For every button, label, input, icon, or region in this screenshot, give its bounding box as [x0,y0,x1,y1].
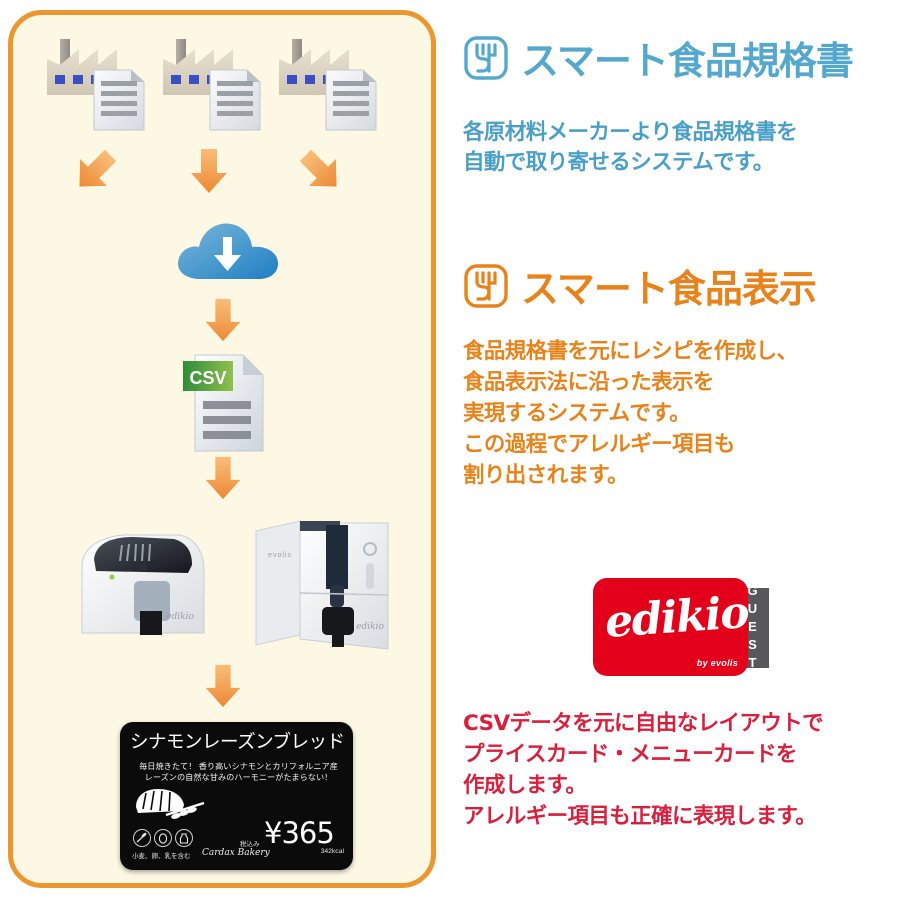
bread-wheat-icon [136,789,205,819]
document-icon [209,69,261,131]
bakery-name: Cardax Bakery [202,848,270,858]
content-column: スマート食品規格書 各原材料メーカーより食品規格書を 自動で取り寄せるシステムで… [455,0,920,902]
flow-diagram-panel: CSV [8,10,436,888]
factory-item [43,37,161,133]
wheat-allergen-icon [133,829,151,847]
price-card-description-line-2: レーズンの自然な甘みのハーモニーがたまらない！ [144,773,333,782]
label-body-line-1: 食品規格書を元にレシピを作成し、 [463,339,798,364]
cloud-download-icon [173,215,283,285]
food-label-icon [464,263,508,308]
price-card: シナモンレーズンブレッド 毎日焼きたて！ 香り高いシナモンとカリフォルニア産 レ… [120,722,353,870]
edikio-byline: by evolis [696,658,738,668]
document-icon [325,69,377,131]
printer-side-brand-label: evolis [268,552,292,559]
price-card-title: シナモンレーズンブレッド [130,732,345,753]
factory-item [159,37,277,133]
factory-row [43,37,403,137]
printer-brand-label: edikio [356,622,384,632]
section-body-label: 食品規格書を元にレシピを作成し、 食品表示法に沿った表示を 実現するシステムです… [463,336,798,491]
printer-brand-label: edikio [166,612,194,622]
arrow-down-icon [205,298,241,342]
spec-body-line-1: 各原材料メーカーより食品規格書を [463,120,798,145]
edikio-body-line-4: アレルギー項目も正確に表現します。 [463,804,817,829]
label-body-line-4: この過程でアレルギー項目も [463,432,735,457]
document-icon [93,69,145,131]
food-spec-icon [464,35,508,80]
card-printer-upright-icon: evolis edikio [255,520,389,650]
arrow-down-right-icon [299,149,337,187]
edikio-body-line-3: 作成します。 [463,773,587,798]
edikio-logo-card: edikio by evolis [593,578,750,676]
price-value: ¥365 [264,816,335,850]
csv-file-icon: CSV [181,351,273,455]
tax-label: 税込み [240,841,260,848]
section-title-label: スマート食品表示 [521,267,817,311]
section-body-edikio: CSVデータを元に自由なレイアウトで プライスカード・メニューカードを 作成しま… [463,708,824,832]
price-card-description-line-1: 毎日焼きたて！ 香り高いシナモンとカリフォルニア産 [139,762,338,771]
factory-item [275,37,393,133]
edikio-guest-label: GUEST [745,583,760,673]
arrow-down-icon [205,664,241,708]
edikio-body-line-1: CSVデータを元に自由なレイアウトで [463,711,824,736]
arrow-down-icon [191,149,227,193]
arrow-down-left-icon [79,149,117,187]
egg-allergen-icon [154,829,172,847]
section-title-spec: スマート食品規格書 [521,39,854,83]
label-body-line-2: 食品表示法に沿った表示を [463,370,714,395]
csv-label: CSV [189,368,226,388]
edikio-body-line-2: プライスカード・メニューカードを [463,742,797,767]
section-header-spec: スマート食品規格書 [463,30,854,85]
section-header-label: スマート食品表示 [463,258,817,313]
calories-value: 342kcal [320,848,344,855]
arrow-down-icon [205,456,241,500]
edikio-logo: GUEST edikio by evolis [593,578,783,676]
card-printer-icon: edikio [81,534,205,635]
allergen-icon-group [133,829,193,847]
allergen-text: 小麦、卵、乳を含む [132,853,191,860]
printer-row: edikio evolis edikio [58,507,398,672]
label-body-line-3: 実現するシステムです。 [463,401,691,426]
milk-allergen-icon [175,829,193,847]
price-card-description: 毎日焼きたて！ 香り高いシナモンとカリフォルニア産 レーズンの自然な甘みのハーモ… [136,761,341,783]
label-body-line-5: 割り出されます。 [463,463,629,488]
section-body-spec: 各原材料メーカーより食品規格書を 自動で取り寄せるシステムです。 [463,118,798,178]
edikio-wordmark: edikio [603,587,750,648]
spec-body-line-2: 自動で取り寄せるシステムです。 [463,150,774,175]
